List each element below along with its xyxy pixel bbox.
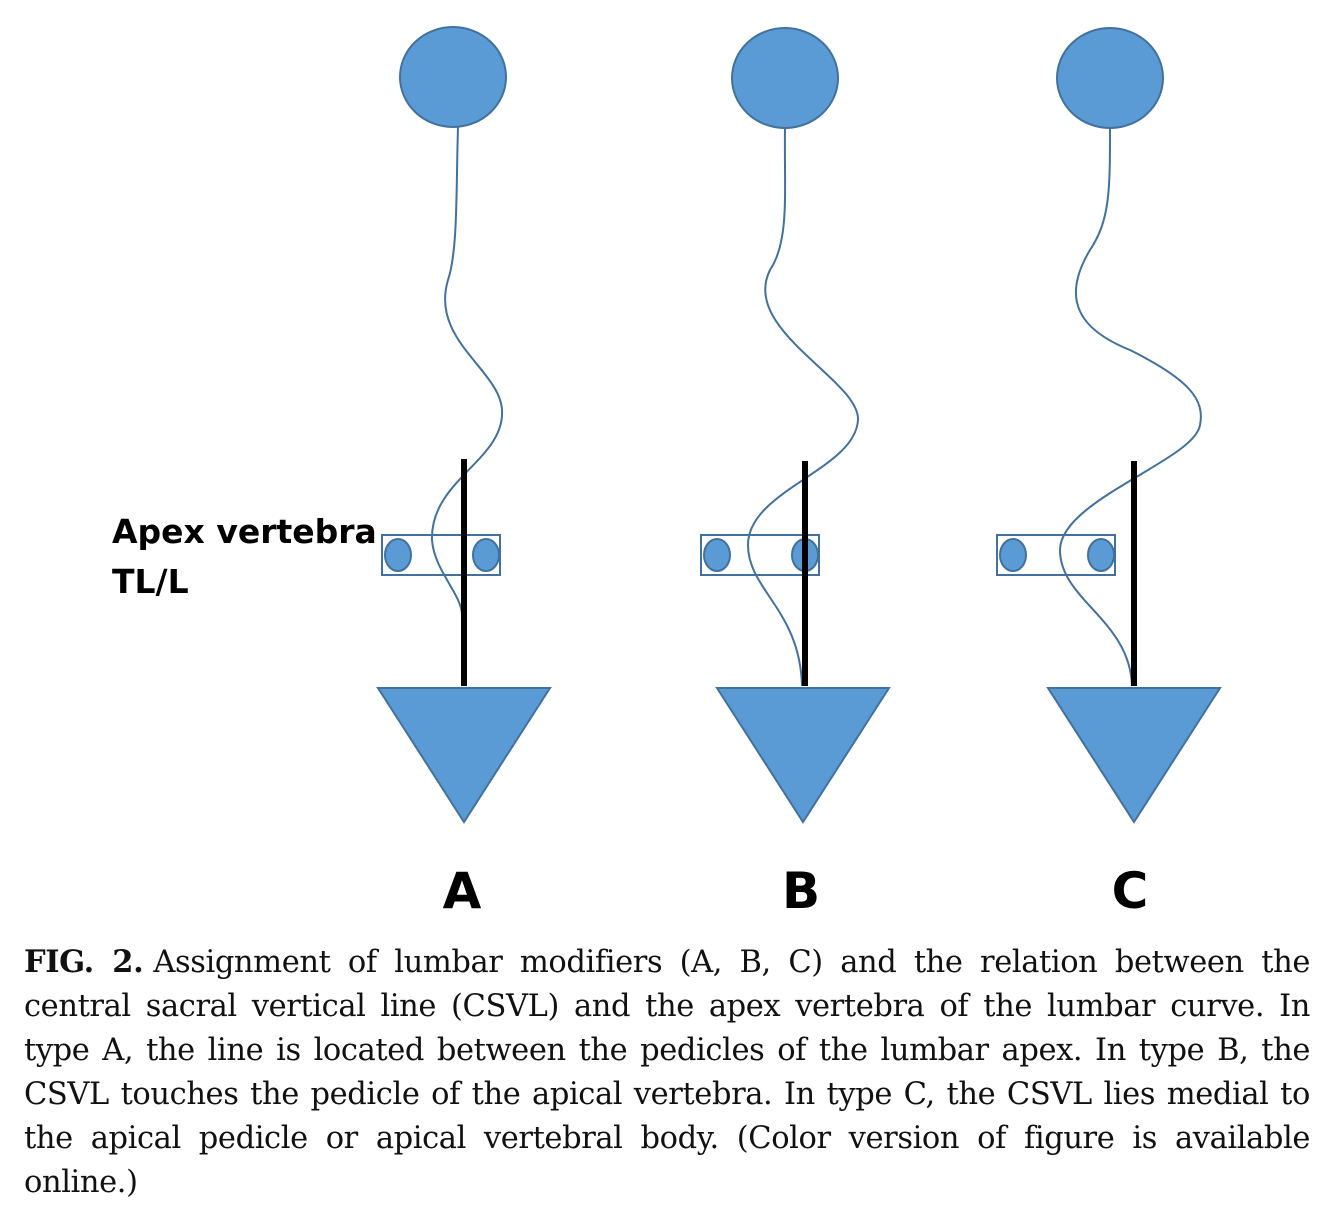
tl-l-label: TL/L [112, 562, 189, 601]
panel-label-b: B [781, 862, 821, 920]
pelvis-triangle [715, 687, 891, 824]
apex-vertebra-label: Apex vertebra [112, 512, 377, 551]
lumbar-modifier-diagram: Apex vertebra TL/L A B C [112, 26, 1222, 920]
caption-figure-label: FIG. 2. [24, 944, 144, 980]
pedicle-left [384, 538, 412, 572]
spine-curve [430, 126, 504, 616]
panel-b [700, 27, 891, 824]
pedicle-left [999, 538, 1027, 572]
head-circle [399, 26, 507, 128]
panel-label-a: A [442, 862, 482, 920]
spine-curve [746, 127, 860, 687]
head-circle [731, 27, 839, 129]
panel-a [376, 26, 552, 824]
diagram-canvas [376, 26, 1222, 824]
figure-caption: FIG. 2.Assignment of lumbar modifiers (A… [24, 940, 1310, 1205]
caption-text: Assignment of lumbar modifiers (A, B, C)… [24, 945, 1310, 1200]
pedicle-right [472, 538, 500, 572]
spine-curve [1058, 127, 1202, 687]
pedicle-left [703, 538, 731, 572]
panel-c [996, 27, 1222, 824]
pelvis-triangle [1046, 687, 1222, 824]
pedicle-right [1087, 538, 1115, 572]
pelvis-triangle [376, 687, 552, 824]
head-circle [1056, 27, 1164, 129]
panel-label-c: C [1111, 862, 1149, 920]
